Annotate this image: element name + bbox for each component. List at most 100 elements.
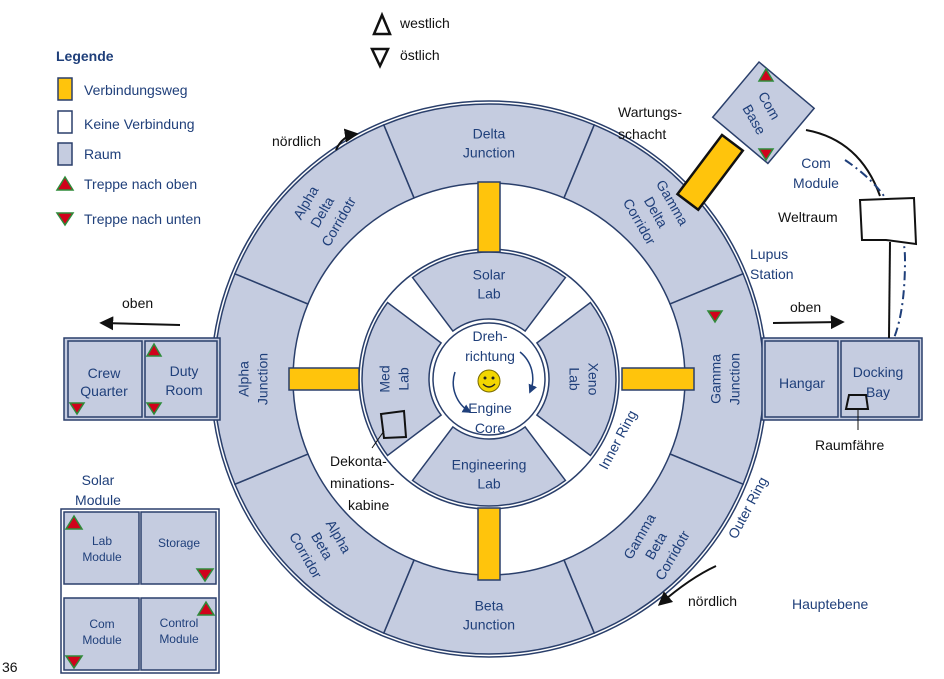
delta-junction-label-1: Delta [473, 125, 506, 141]
maintenance-shaft [675, 133, 745, 212]
duty-room-label-1: Duty [170, 363, 199, 379]
right-oben-label: oben [790, 299, 821, 315]
rotation-arrow [452, 371, 472, 413]
stairs-down-icon [706, 310, 724, 324]
shaft-label-1: Wartungs- [618, 104, 682, 120]
shaft-label-2: schacht [618, 126, 666, 142]
legend-title: Legende [56, 48, 114, 64]
triangle-down-icon [55, 212, 75, 227]
station-label-2: Station [750, 266, 794, 282]
core-label-1: Engine [468, 400, 512, 416]
north-arrow-bottom-icon [657, 565, 717, 606]
decon-label-2: minations- [330, 475, 395, 491]
storage-label: Storage [158, 536, 200, 550]
segment-alpha-delta-corridor[interactable] [233, 123, 415, 305]
lab-module-label-2: Module [82, 550, 122, 564]
connector-south [477, 507, 501, 581]
north-label-bottom: nördlich [688, 593, 737, 609]
med-lab-label-2: Lab [395, 367, 411, 391]
left-oben-arrow [99, 316, 181, 331]
stairs-down-icon [145, 402, 163, 416]
left-module: oben Crew Quarter Duty Room [63, 295, 221, 421]
beta-junction-label-1: Beta [475, 597, 504, 613]
legend-label-room: Raum [84, 146, 121, 162]
engineering-lab-label-2: Lab [477, 475, 501, 491]
room-hangar[interactable] [764, 340, 839, 418]
duty-room-label-2: Room [165, 382, 202, 398]
right-module: oben Hangar Docking Bay Raumfähre [761, 241, 923, 453]
station-label-1: Lupus [750, 246, 788, 262]
engineering-lab-label-1: Engineering [452, 456, 527, 472]
solar-module-title-1: Solar [82, 472, 115, 488]
shuttle-label: Raumfähre [815, 437, 884, 453]
beta-junction-label-2: Junction [463, 616, 515, 632]
tether-line [888, 241, 891, 339]
space-window-icon [858, 196, 918, 246]
legend-label-stairs-up: Treppe nach oben [84, 176, 197, 192]
stairs-down-icon [68, 402, 86, 416]
xeno-lab-label-1: Xeno [586, 363, 602, 396]
orbit-dashdot-line [844, 159, 907, 339]
docking-bay-label-2: Bay [866, 384, 890, 400]
legend-label-path: Verbindungsweg [84, 82, 188, 98]
rotation-arrow-2 [519, 351, 537, 394]
control-module-label-2: Module [159, 632, 199, 646]
solar-lab-label-2: Lab [477, 285, 501, 301]
stairs-down-icon [64, 655, 84, 670]
xeno-lab-label-2: Lab [567, 367, 583, 391]
west-label: westlich [399, 15, 450, 31]
hangar-label: Hangar [779, 375, 825, 391]
lab-module-label-1: Lab [92, 534, 112, 548]
direction-key: westlich östlich [370, 11, 450, 69]
alpha-junction-label-1: Alpha [235, 361, 251, 397]
decon-cabin-icon [379, 409, 408, 440]
com-base-room[interactable] [711, 60, 816, 165]
stairs-up-icon [145, 342, 163, 357]
decon-cabin: Dekonta- minations- kabine [330, 409, 408, 513]
room-xeno-lab[interactable] [535, 301, 617, 457]
stairs-up-icon [196, 600, 216, 616]
left-oben-label: oben [122, 295, 153, 311]
east-label: östlich [400, 47, 440, 63]
solar-module-title-2: Module [75, 492, 121, 508]
gamma-junction-label-2: Junction [726, 353, 742, 405]
legend: Legende Verbindungsweg Keine Verbindung … [55, 48, 201, 227]
stairs-up-icon [64, 514, 84, 530]
med-lab-label-1: Med [376, 365, 392, 392]
connector-east [621, 367, 695, 391]
north-arrow-bottom: nördlich [657, 565, 737, 609]
room-solar-lab[interactable] [411, 251, 567, 333]
connector-paths [288, 181, 695, 581]
north-arrow-top: nördlich [272, 128, 359, 151]
shuttle-icon [844, 394, 870, 410]
solar-lab-label-1: Solar [473, 266, 506, 282]
space-label: Weltraum [778, 209, 838, 225]
rotation-label-2: richtung [465, 348, 515, 364]
blue-swatch [57, 142, 73, 166]
docking-bay-label-1: Docking [853, 364, 904, 380]
decon-label-3: kabine [348, 497, 389, 513]
decon-label-1: Dekonta- [330, 453, 387, 469]
level-label: Hauptebene [792, 596, 869, 612]
stairs-up-icon [757, 67, 775, 82]
connector-west [288, 367, 360, 391]
crew-quarter-label-1: Crew [88, 365, 122, 381]
delta-junction-label-2: Junction [463, 144, 515, 160]
com-module-room-label-1: Com [89, 617, 114, 631]
gamma-junction-label-1: Gamma [707, 354, 723, 404]
stairs-down-icon [757, 148, 775, 162]
core-label-2: Core [475, 420, 506, 436]
legend-label-stairs-down: Treppe nach unten [84, 211, 201, 227]
white-swatch [57, 110, 73, 134]
east-triangle-icon [370, 47, 390, 69]
triangle-up-icon [55, 175, 75, 191]
com-module-label-2: Module [793, 175, 839, 191]
solar-module: Solar Module Lab Module Storage Com Modu… [60, 472, 220, 674]
room-engineering-lab[interactable] [411, 425, 567, 507]
room-docking-bay[interactable] [840, 340, 920, 418]
stairs-down-icon [195, 568, 215, 583]
page-number: 36 [2, 659, 18, 675]
alpha-junction-label-2: Junction [254, 353, 270, 405]
control-module-label-1: Control [160, 616, 199, 630]
